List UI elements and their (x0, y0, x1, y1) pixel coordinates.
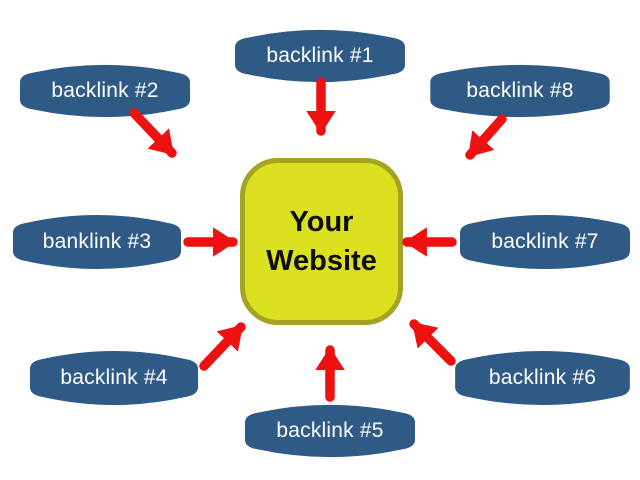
node-label: backlink #2 (51, 79, 159, 102)
lens-shape-icon (455, 351, 630, 405)
node-label: backlink #5 (276, 419, 384, 442)
node-label: backlink #8 (466, 79, 574, 102)
node-label: backlink #6 (488, 366, 597, 389)
backlink-node-backlink-6: backlink #6 (450, 348, 635, 408)
backlink-node-backlink-4: backlink #4 (25, 348, 203, 408)
lens-shape-icon (20, 64, 190, 118)
node-label: backlink #1 (266, 44, 374, 67)
node-label: backlink #7 (491, 230, 599, 253)
lens-shape-icon (29, 351, 199, 405)
arrow-backlink-6-to-center (409, 319, 456, 366)
backlink-node-backlink-7: backlink #7 (455, 212, 635, 272)
center-label-line2: Website (266, 244, 377, 277)
lens-shape-icon (430, 64, 610, 118)
backlink-node-backlink-2: backlink #2 (15, 62, 195, 120)
arrow-backlink-4-to-center (199, 322, 246, 371)
lens-shape-icon (235, 29, 405, 83)
lens-shape-icon (245, 404, 415, 458)
backlink-node-backlink-8: backlink #8 (425, 62, 615, 120)
lens-shape-icon (12, 215, 182, 269)
backlink-node-banklink-3: banklink #3 (8, 212, 186, 272)
node-label: backlink #4 (60, 366, 168, 389)
node-label: banklink #3 (42, 230, 152, 253)
center-label-line1: Your (289, 205, 354, 238)
backlink-node-backlink-5: backlink #5 (240, 402, 420, 460)
backlink-node-backlink-1: backlink #1 (230, 27, 410, 85)
center-node: Your Website (240, 158, 403, 325)
lens-shape-icon (460, 215, 630, 269)
arrow-backlink-8-to-center (465, 114, 507, 160)
